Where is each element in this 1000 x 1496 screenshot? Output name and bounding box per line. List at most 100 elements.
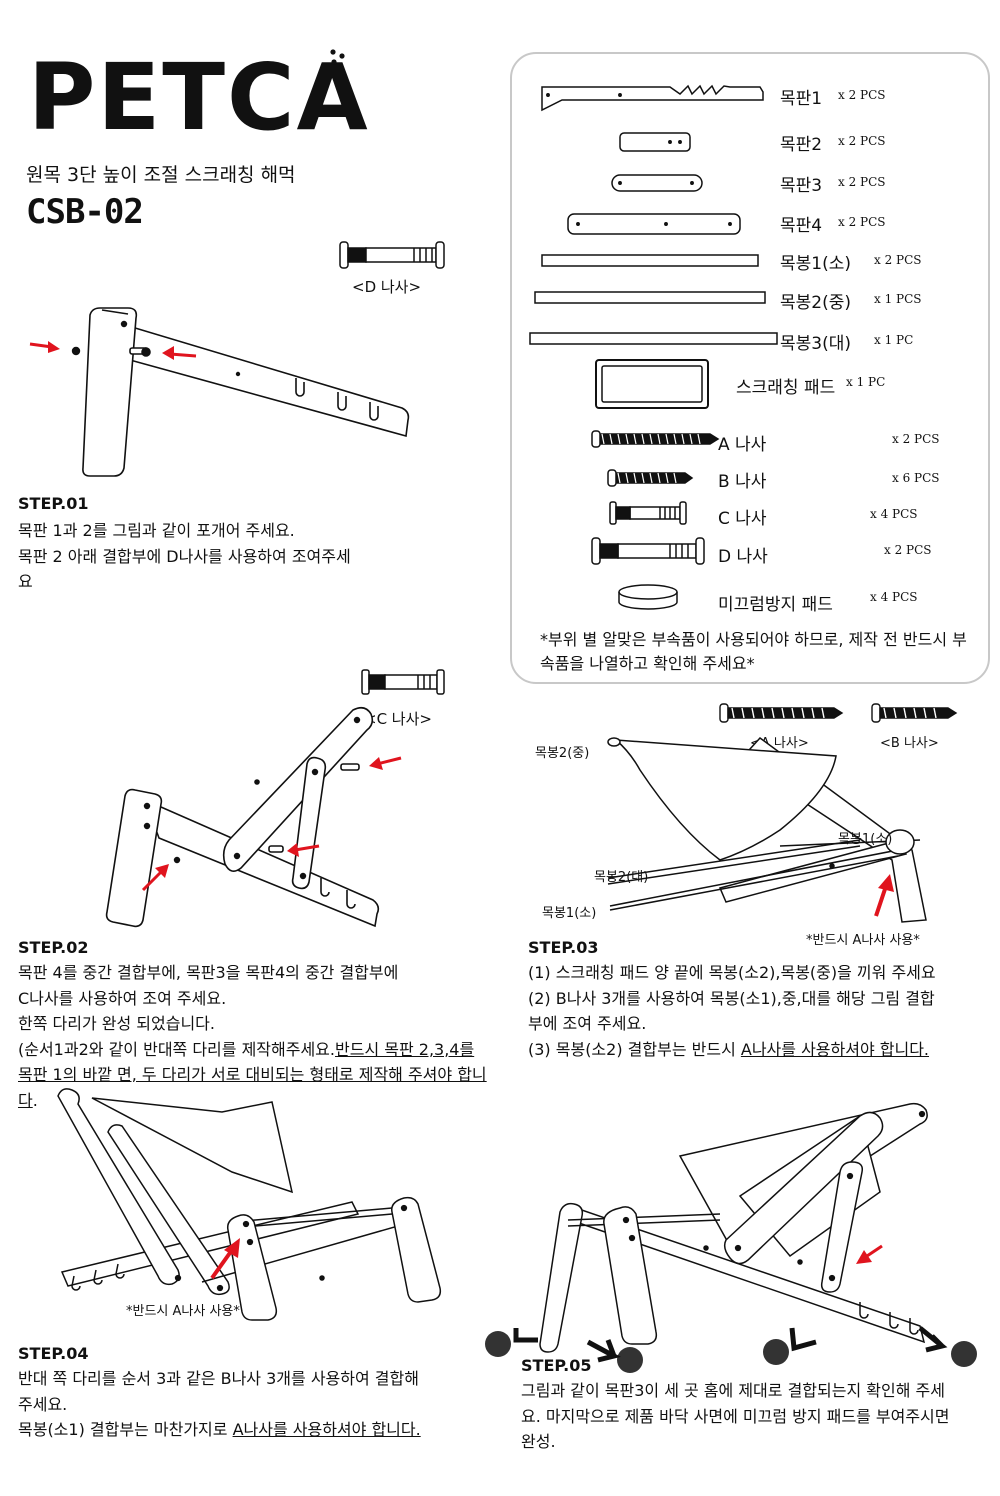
part-antislip-pad-icon [618,584,678,610]
step3-illustration [607,736,927,923]
step3-line-1: (1) 스크래칭 패드 양 끝에 목봉(소2),목봉(중)을 끼워 주세요 [528,963,936,982]
step3-screw-b-label: <B 나사> [880,736,939,751]
part-label-board1: 목판1 [780,89,823,109]
part-qty-scratch-pad: x 1 PC [846,375,886,389]
part-board1-icon [541,84,764,112]
step3-line-3: 부에 조여 주세요. [528,1014,647,1033]
step2-line-4b: 반드시 목판 2,3,4를 [335,1039,475,1059]
step3-screws-icon [719,703,958,723]
logo-dots-icon [330,49,345,65]
step3-label-rod2-mid: 목봉2(중) [535,746,590,761]
part-rod2-icon [534,291,766,304]
c-screw-icon [361,669,445,695]
step4-illustration [57,1088,442,1321]
brand-logo: PETCA [28,44,370,151]
step1-line-2: 목판 2 아래 결합부에 D나사를 사용하여 조여주세 [18,546,351,566]
part-board4-icon [567,213,741,235]
step3-caption: *반드시 A나사 사용* [806,933,920,948]
step4-caption: *반드시 A나사 사용* [126,1304,240,1319]
step4-line-3: 목봉(소1) 결합부는 마찬가지로 A나사를 사용하셔야 합니다. [18,1417,488,1443]
part-screw-b-icon [607,469,694,487]
step2-illustration [105,706,402,928]
part-rod1-icon [541,254,759,267]
step5-line-2: 요. 마지막으로 제품 바닥 사면에 미끄럼 방지 패드를 부여주시면 [521,1406,950,1426]
step5-text: 그림과 같이 목판3이 세 곳 홈에 제대로 결합되는지 확인해 주세 요. 마… [521,1378,991,1455]
step4-text: 반대 쪽 다리를 순서 3과 같은 B나사 3개를 사용하여 결합해 주세요. … [18,1366,488,1443]
step4-line-1: 반대 쪽 다리를 순서 3과 같은 B나사 3개를 사용하여 결합해 [18,1369,419,1388]
step4-line-2: 주세요. [18,1394,68,1414]
step4-arrow [210,1238,240,1280]
part-qty-board1: x 2 PCS [838,88,886,102]
part-screw-c-icon [609,501,687,525]
part-label-rod1: 목봉1(소) [780,254,852,274]
parts-list-box [510,52,990,684]
step1-line-1: 목판 1과 2를 그림과 같이 포개어 주세요. [18,521,295,540]
step1-arrows [29,341,197,360]
part-qty-screw-c: x 4 PCS [870,507,918,521]
part-qty-rod3: x 1 PC [874,333,914,347]
part-label-board3: 목판3 [780,176,823,196]
parts-illustrations [529,84,778,610]
step2-line-5: 목판 1의 바깥 면, 두 다리가 서로 대비되는 형태로 제작해 주셔야 합니 [18,1065,487,1084]
step1-illustration [29,307,410,477]
part-label-board2: 목판2 [780,135,823,155]
step2-arrows [141,756,402,892]
part-label-rod3: 목봉3(대) [780,334,852,354]
step5-line-1: 그림과 같이 목판3이 세 곳 홈에 제대로 결합되는지 확인해 주세 [521,1381,945,1400]
part-qty-rod2: x 1 PCS [874,292,922,306]
step3-text: (1) 스크래칭 패드 양 끝에 목봉(소2),목봉(중)을 끼워 주세요 (2… [528,960,990,1062]
step2-line-3: 한쪽 다리가 완성 되었습니다. [18,1014,215,1033]
model-number: CSB-02 [26,192,144,232]
step1-title: STEP.01 [18,494,89,513]
part-label-screw-b: B 나사 [718,472,767,492]
step2-line-4a: (순서1과2와 같이 반대쪽 다리를 제작해주세요. [18,1039,335,1059]
part-label-screw-c: C 나사 [718,509,767,529]
step3-title: STEP.03 [528,938,599,957]
part-label-scratch-pad: 스크래칭 패드 [736,378,836,398]
step5-title: STEP.05 [521,1356,592,1375]
step1-text: 목판 1과 2를 그림과 같이 포개어 주세요. 목판 2 아래 결합부에 D나… [18,518,351,595]
step2-line-6: 다. [18,1088,513,1114]
part-qty-screw-d: x 2 PCS [884,543,932,557]
d-screw-icon [339,241,445,269]
part-label-board4: 목판4 [780,216,823,236]
step2-screw-label: <C 나사> [364,710,432,728]
step4-title: STEP.04 [18,1344,89,1363]
step3-arrow [874,874,894,917]
step3-label-rod1-small-bottom: 목봉1(소) [542,906,597,921]
step1-line-3: 요 [18,572,33,591]
step2-title: STEP.02 [18,938,89,957]
step2-line-1: 목판 4를 중간 결합부에, 목판3을 목판4의 중간 결합부에 [18,963,399,982]
part-label-antislip-pad: 미끄럼방지 패드 [718,595,833,615]
part-qty-screw-b: x 6 PCS [892,471,940,485]
part-rod3-icon [529,332,778,345]
step1-screw-label: <D 나사> [352,278,422,296]
step3-line-4: (3) 목봉(소2) 결합부는 반드시 A나사를 사용하셔야 합니다. [528,1037,990,1063]
step3-line-4b: A나사를 사용하셔야 합니다. [740,1039,929,1059]
part-label-screw-d: D 나사 [718,547,768,567]
step3-line-4a: (3) 목봉(소2) 결합부는 반드시 [528,1039,741,1059]
step4-line-3a: 목봉(소1) 결합부는 마찬가지로 [18,1420,233,1439]
part-board3-icon [611,174,703,192]
step5-illustration [485,1102,977,1373]
step5-arrow [856,1244,883,1264]
step2-text: 목판 4를 중간 결합부에, 목판3을 목판4의 중간 결합부에 C나사를 사용… [18,960,513,1113]
part-label-screw-a: A 나사 [718,435,767,455]
step2-line-6a: 다 [18,1090,33,1110]
parts-note: *부위 별 알맞은 부속품이 사용되어야 하므로, 제작 전 반드시 부속품을 … [540,630,967,673]
step3-line-2: (2) B나사 3개를 사용하여 목봉(소1),중,대를 해당 그림 결합 [528,988,935,1008]
part-scratch-pad-icon [595,359,709,409]
part-qty-board2: x 2 PCS [838,134,886,148]
part-qty-rod1: x 2 PCS [874,253,922,267]
step3-label-rod1-small-top: 목봉1(소) [838,832,893,847]
part-qty-board3: x 2 PCS [838,175,886,189]
step3-label-rod2-large: 목봉2(대) [594,870,649,885]
part-screw-d-icon [591,537,705,565]
part-qty-board4: x 2 PCS [838,215,886,229]
product-subtitle: 원목 3단 높이 조절 스크래칭 해먹 [26,164,296,186]
step2-line-2: C나사를 사용하여 조여 주세요. [18,988,227,1008]
step4-line-3b: A나사를 사용하셔야 합니다. [232,1420,421,1439]
step2-line-6b: . [32,1090,38,1110]
part-screw-a-icon [591,430,720,448]
part-qty-antislip-pad: x 4 PCS [870,590,918,604]
